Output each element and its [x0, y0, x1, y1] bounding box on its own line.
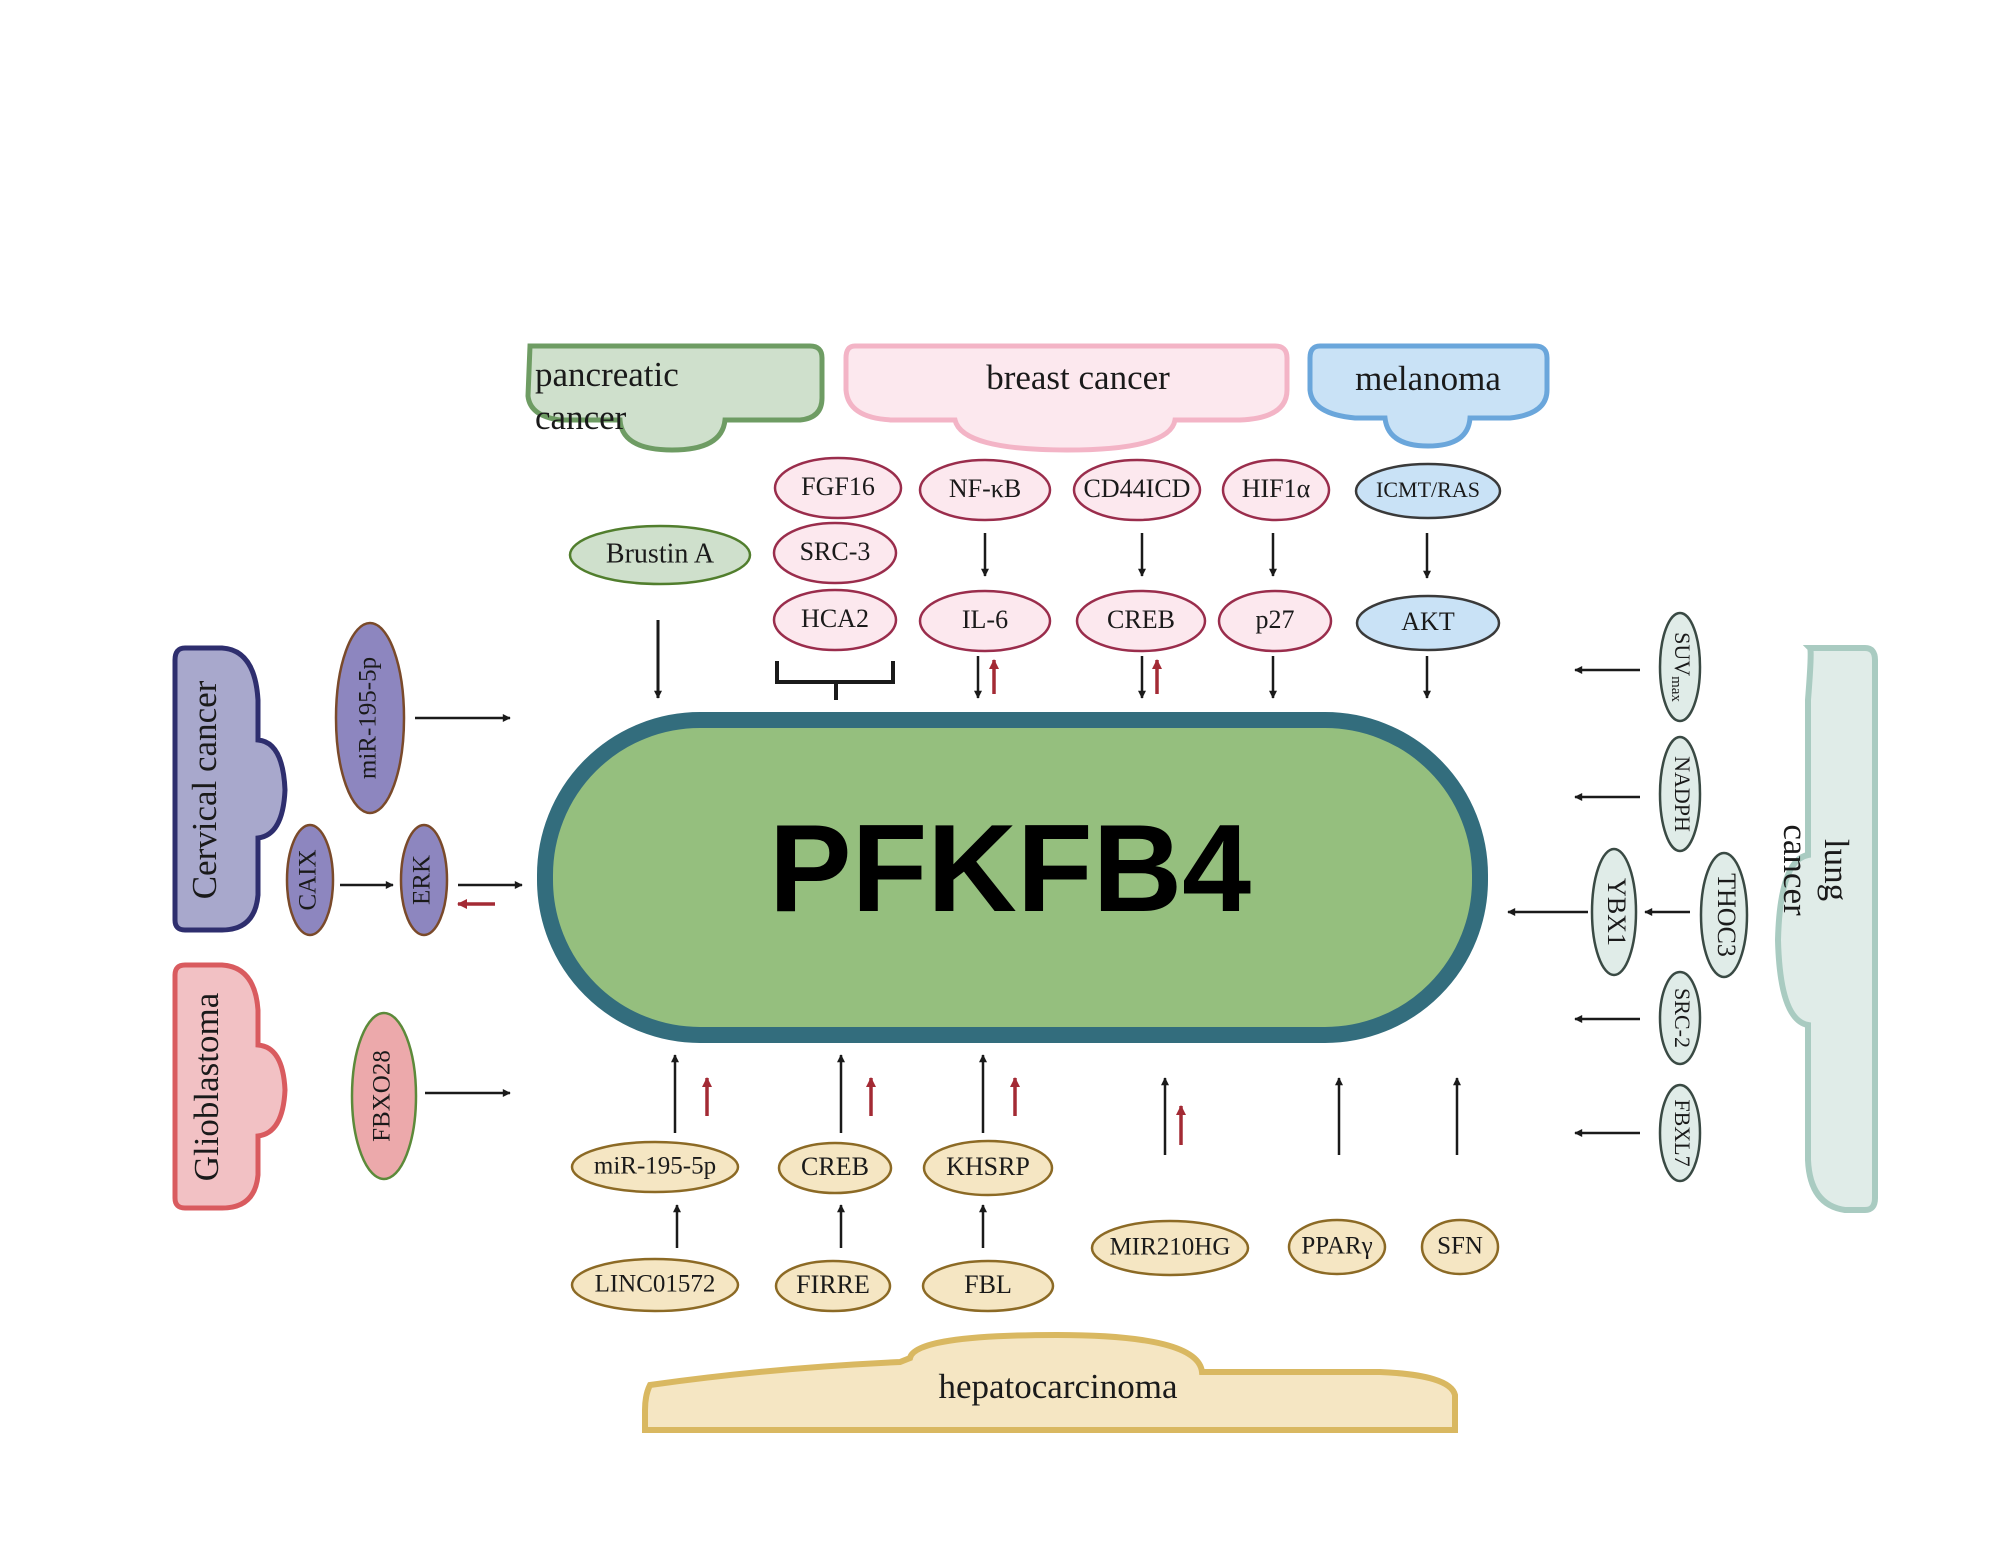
cervical-cancer-label: Cervical cancer [185, 680, 224, 899]
il6-label: IL-6 [962, 605, 1008, 634]
breast-cancer-label: breast cancer [986, 358, 1170, 397]
firre-label: FIRRE [796, 1270, 870, 1299]
mir195-cervical-label: miR-195-5p [355, 657, 382, 779]
creb-breast-node [1075, 589, 1207, 653]
cervical-cancer-header-shape [172, 645, 288, 933]
ybx1-node [1590, 847, 1638, 977]
hepatocarcinoma-header-shape [642, 1331, 1458, 1433]
ybx1-label: YBX1 [1602, 878, 1631, 946]
lung-cancer-label-line2: cancer [1776, 824, 1815, 916]
hif1a-label: HIF1α [1242, 474, 1311, 503]
linc01572-node [570, 1257, 740, 1313]
suvmax-label-sub: max [1668, 676, 1684, 702]
pfkfb4-shape [537, 712, 1488, 1043]
cd44icd-node [1072, 458, 1202, 522]
arrows-regulation [340, 533, 1690, 1248]
breast-cancer-group: breast cancer FGF16 SRC-3 HCA2 NF-κB IL-… [772, 343, 1333, 700]
akt-label: AKT [1401, 607, 1455, 636]
convergence-bracket [775, 661, 895, 700]
creb-breast-label: CREB [1107, 605, 1175, 634]
arrows-upregulation [457, 659, 1186, 1145]
pfkfb4-label: PFKFB4 [769, 800, 1251, 938]
suvmax-label-main: SUV [1670, 632, 1695, 676]
mir195-hepato-node [570, 1140, 740, 1194]
glioblastoma-header-shape [172, 962, 288, 1211]
fgf16-node [773, 456, 903, 520]
cervical-cancer-group: Cervical cancer miR-195-5p CAIX ERK [172, 621, 449, 937]
pancreatic-cancer-label-line1: pancreatic [535, 355, 679, 394]
pancreatic-cancer-label-line2: cancer [535, 398, 627, 437]
hepatocarcinoma-group: hepatocarcinoma miR-195-5p LINC01572 CRE… [570, 1139, 1500, 1433]
icmt-ras-label: ICMT/RAS [1376, 477, 1480, 502]
pparg-node [1287, 1218, 1387, 1276]
pancreatic-cancer-group: pancreatic cancer Brustin A [525, 343, 825, 586]
pparg-label: PPARγ [1301, 1233, 1372, 1260]
fbxo28-label: FBXO28 [369, 1050, 396, 1142]
hif1a-node [1221, 458, 1331, 522]
nadph-node [1658, 735, 1702, 853]
linc01572-label: LINC01572 [595, 1271, 716, 1298]
akt-node [1355, 594, 1501, 652]
lung-cancer-header-shape [1774, 645, 1878, 1213]
breast-cancer-header-shape [843, 343, 1290, 453]
icmt-ras-node [1354, 462, 1502, 520]
creb-hepato-node [777, 1141, 893, 1195]
melanoma-label: melanoma [1355, 359, 1501, 398]
fgf16-label: FGF16 [801, 472, 875, 501]
fbxl7-node [1658, 1083, 1702, 1183]
src3-label: SRC-3 [800, 537, 871, 566]
caix-node [285, 823, 335, 937]
sfn-node [1420, 1218, 1500, 1276]
suvmax-node [1658, 611, 1702, 723]
pfkfb4-node: PFKFB4 [537, 712, 1488, 1043]
brustin-a-label: Brustin A [606, 538, 715, 569]
src3-node [772, 521, 898, 585]
lung-cancer-group: lung cancer SUVmax NADPH YBX1 THOC3 SRC-… [1590, 611, 1878, 1213]
nfkb-node [918, 458, 1052, 522]
erk-label: ERK [409, 855, 436, 905]
lung-cancer-label-line1: lung [1817, 839, 1856, 901]
fbxl7-label: FBXL7 [1670, 1099, 1695, 1166]
nfkb-label: NF-κB [949, 474, 1021, 503]
thoc3-node [1699, 851, 1749, 979]
mir210hg-node [1090, 1219, 1250, 1277]
hca2-label: HCA2 [801, 604, 869, 633]
caix-label: CAIX [295, 849, 322, 910]
mir210hg-label: MIR210HG [1110, 1234, 1231, 1261]
khsrp-node [922, 1139, 1054, 1197]
src2-label: SRC-2 [1670, 988, 1695, 1048]
khsrp-label: KHSRP [946, 1152, 1030, 1181]
glioblastoma-label: Glioblastoma [187, 992, 226, 1181]
melanoma-header-shape [1307, 343, 1550, 449]
fbxo28-node [350, 1011, 418, 1181]
mir195-cervical-node [334, 621, 406, 815]
firre-node [774, 1259, 892, 1313]
thoc3-label: THOC3 [1712, 873, 1741, 957]
il6-node [918, 589, 1052, 653]
erk-node [399, 823, 449, 937]
hca2-node [772, 588, 898, 652]
p27-node [1217, 589, 1333, 653]
hepatocarcinoma-label: hepatocarcinoma [938, 1367, 1178, 1406]
nadph-label: NADPH [1670, 756, 1695, 832]
creb-hepato-label: CREB [801, 1152, 869, 1181]
brustin-a-node [568, 524, 752, 586]
p27-label: p27 [1256, 605, 1295, 634]
sfn-label: SFN [1437, 1233, 1483, 1260]
glioblastoma-group: Glioblastoma FBXO28 [172, 962, 418, 1211]
melanoma-group: melanoma ICMT/RAS AKT [1307, 343, 1550, 652]
pancreatic-cancer-header-shape [525, 343, 825, 453]
fbl-node [921, 1259, 1055, 1313]
suvmax-label: SUVmax [1668, 632, 1695, 702]
cd44icd-label: CD44ICD [1084, 474, 1191, 503]
mir195-hepato-label: miR-195-5p [594, 1153, 716, 1180]
src2-node [1658, 970, 1702, 1066]
fbl-label: FBL [964, 1270, 1012, 1299]
